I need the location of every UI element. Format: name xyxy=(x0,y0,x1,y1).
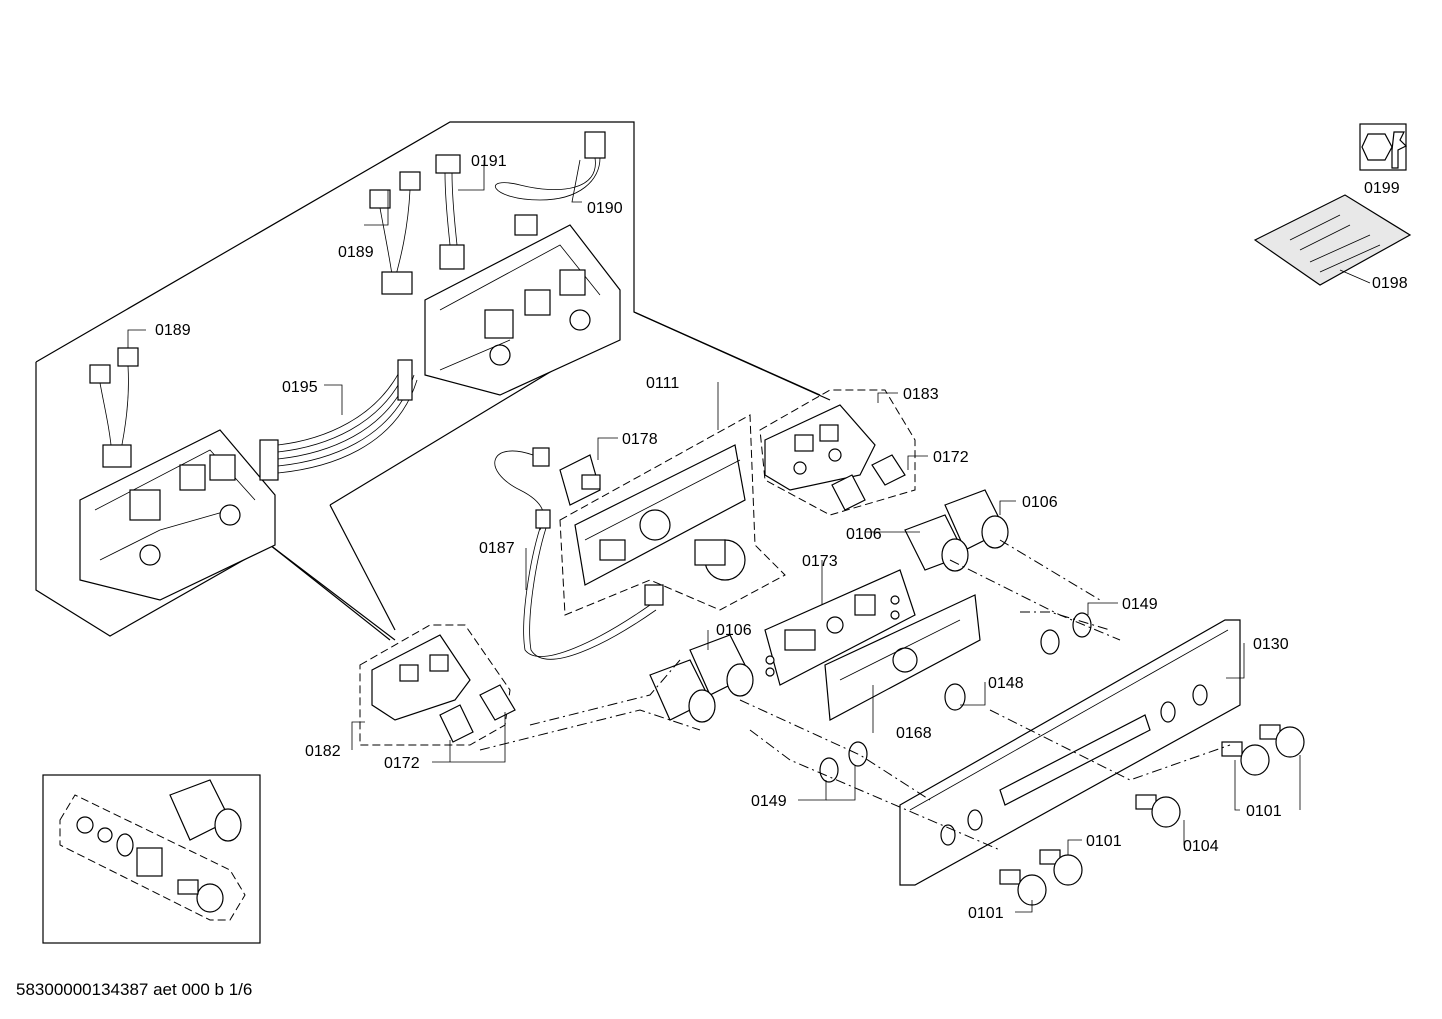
screw-bag-icon xyxy=(1253,194,1412,286)
sensor-cable-0190 xyxy=(495,131,606,236)
label-0148: 0148 xyxy=(988,675,1024,692)
wrench-icon xyxy=(1359,123,1408,171)
label-0173: 0173 xyxy=(802,553,838,570)
label-0106-mid: 0106 xyxy=(846,526,882,543)
control-board-0111-outline xyxy=(559,414,786,616)
label-0101-bottom: 0101 xyxy=(1086,833,1122,850)
label-0199: 0199 xyxy=(1364,180,1400,197)
knob-0101-right xyxy=(1221,724,1305,776)
ribbon-cable-0195 xyxy=(259,359,418,481)
leader-lines xyxy=(127,159,1371,913)
cable-0187 xyxy=(494,447,664,660)
switch-module-0183 xyxy=(759,389,916,516)
document-reference: 58300000134387 aet 000 b 1/6 xyxy=(16,980,253,999)
switch-module-upper xyxy=(424,224,621,396)
connector-0191 xyxy=(435,154,465,270)
label-0198: 0198 xyxy=(1372,275,1408,292)
label-0149-right: 0149 xyxy=(1122,596,1158,613)
connector-0189-upper xyxy=(369,171,421,295)
label-0190: 0190 xyxy=(587,200,623,217)
label-0172-right: 0172 xyxy=(933,449,969,466)
ring-0148 xyxy=(944,683,966,711)
ring-0149-right xyxy=(1040,612,1092,655)
label-0195: 0195 xyxy=(282,379,318,396)
display-board-0173 xyxy=(764,569,916,686)
alignment-lines xyxy=(479,539,1231,851)
front-panel-0130 xyxy=(899,619,1241,886)
shaft-0172-right xyxy=(831,454,906,511)
label-0183: 0183 xyxy=(903,386,939,403)
harness-enclosure xyxy=(35,121,831,641)
label-0149-left: 0149 xyxy=(751,793,787,810)
knob-assembly-0106-right xyxy=(904,489,1009,572)
label-0172-left: 0172 xyxy=(384,755,420,772)
bracket-0168 xyxy=(824,594,981,721)
label-0191: 0191 xyxy=(471,153,507,170)
label-0111: 0111 xyxy=(646,375,679,392)
label-0178: 0178 xyxy=(622,431,658,448)
switch-module-0182 xyxy=(359,624,511,746)
label-0101-right: 0101 xyxy=(1246,803,1282,820)
label-0182: 0182 xyxy=(305,743,341,760)
label-0189-upper: 0189 xyxy=(338,244,374,261)
inset-detail-box xyxy=(42,774,261,944)
switch-0178 xyxy=(559,454,601,506)
connector-0189-left xyxy=(89,347,139,468)
ring-0149-left xyxy=(819,741,868,783)
label-0106-left: 0106 xyxy=(716,622,752,639)
label-0130: 0130 xyxy=(1253,636,1289,653)
label-0106-right: 0106 xyxy=(1022,494,1058,511)
label-0104: 0104 xyxy=(1183,838,1219,855)
knob-0101-bottom xyxy=(999,849,1083,906)
switch-module-left xyxy=(79,429,276,601)
label-0101-lowest: 0101 xyxy=(968,905,1004,922)
label-0187: 0187 xyxy=(479,540,515,557)
shaft-0172-left xyxy=(439,684,516,743)
label-0189-left: 0189 xyxy=(155,322,191,339)
knob-assembly-0106-left xyxy=(649,634,754,723)
knob-0104 xyxy=(1135,794,1181,828)
label-0168: 0168 xyxy=(896,725,932,742)
